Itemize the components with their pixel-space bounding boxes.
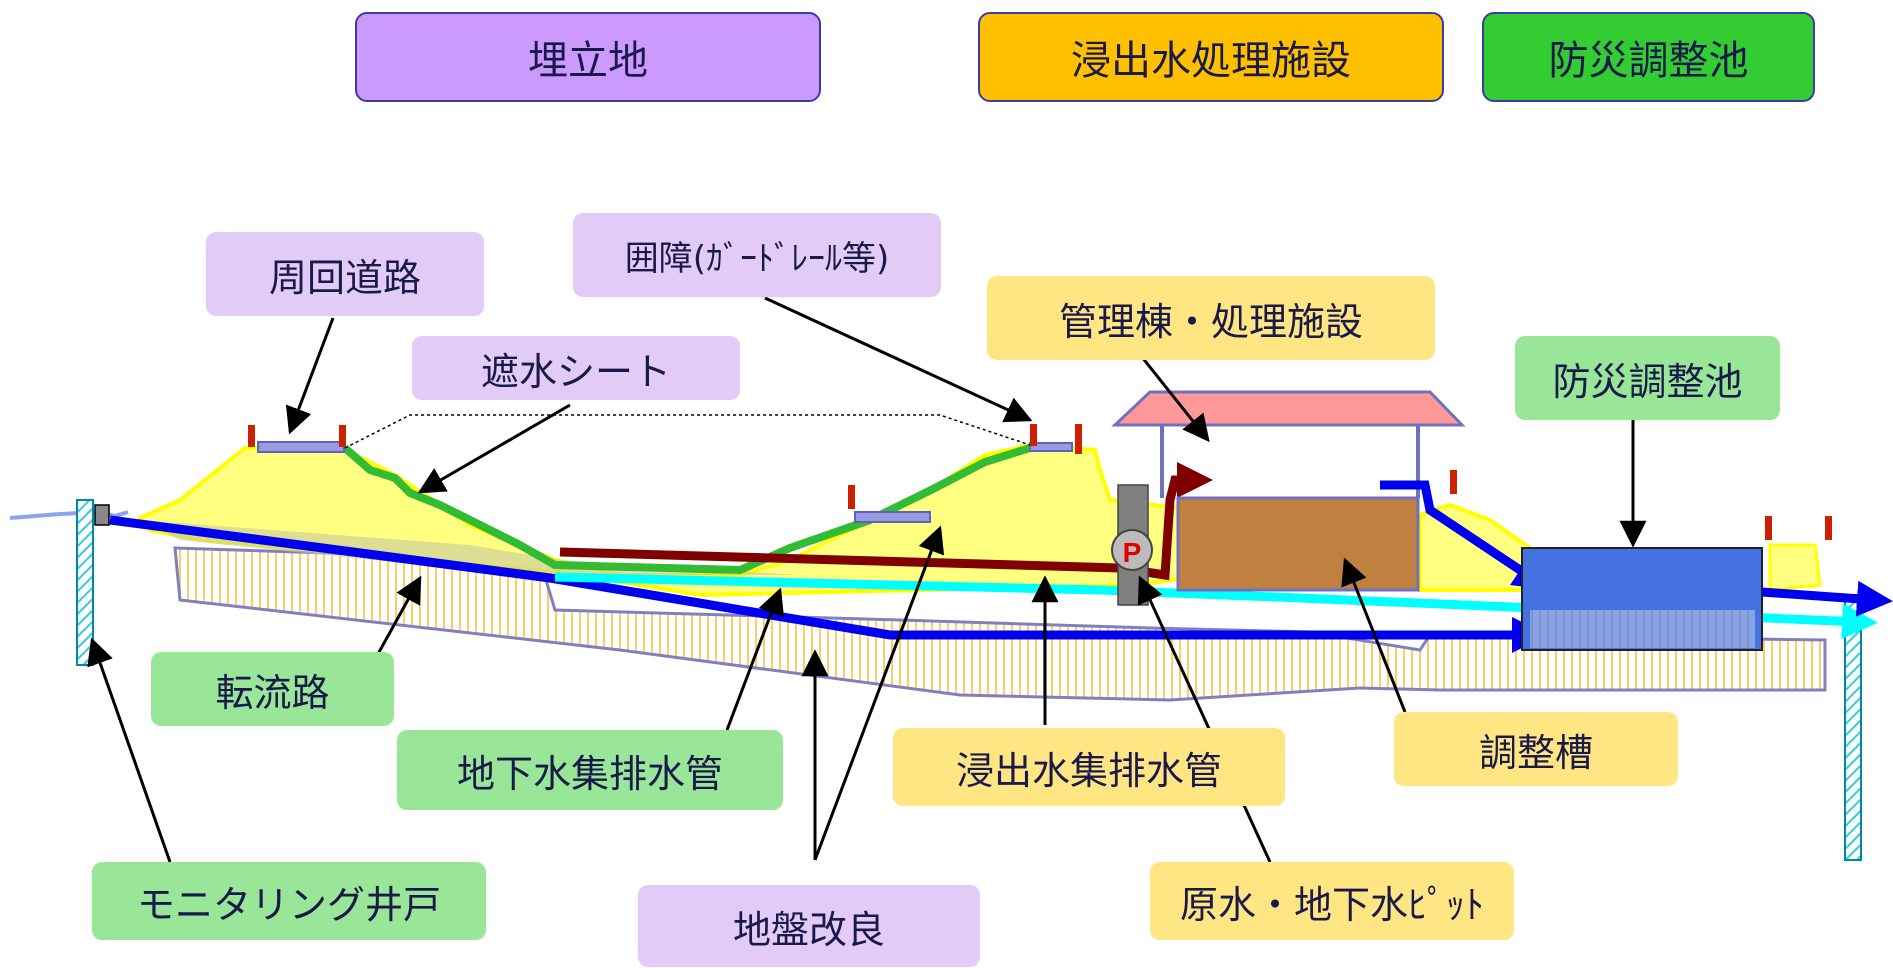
- pond-outlet-pipe: [1761, 580, 1893, 617]
- fill-top-dotted-line: [344, 414, 1031, 449]
- label-diversion-channel: 転流路: [151, 652, 394, 726]
- pump-mark: P: [1123, 537, 1142, 568]
- building-roof: [1111, 390, 1466, 427]
- label-raw-water-pit: 原水・地下水ﾋﾟｯﾄ: [1150, 862, 1514, 940]
- header-disaster-pond: 防災調整池: [1482, 12, 1815, 102]
- leachate-pipe-line: [559, 462, 1213, 581]
- label-perimeter-road: 周回道路: [206, 232, 484, 316]
- header-landfill: 埋立地: [355, 12, 821, 102]
- perimeter-road-left: [257, 441, 345, 453]
- groundwater-pipe-line: [109, 515, 1548, 653]
- label-management-building: 管理棟・処理施設: [987, 276, 1435, 360]
- pond-embankment: [1768, 543, 1822, 592]
- label-fence: 囲障(ｶﾞｰﾄﾞﾚｰﾙ等): [573, 213, 941, 297]
- label-liner-sheet: 遮水シート: [412, 336, 740, 400]
- fence-posts: [248, 424, 1832, 540]
- header-leachate-facility: 浸出水処理施設: [978, 12, 1444, 102]
- monitoring-well-left: [76, 499, 94, 666]
- label-adjustment-tank: 調整槽: [1394, 712, 1678, 786]
- monitoring-well-right: [1844, 594, 1862, 861]
- pond-bottom-hatch: [1530, 610, 1755, 648]
- pump-circle: [1111, 529, 1153, 571]
- liner-sheet-line: [342, 444, 1032, 575]
- surface-water-line: [9, 509, 129, 520]
- label-disaster-pond: 防災調整池: [1515, 336, 1780, 420]
- adjustment-tank-shape: [1176, 496, 1420, 592]
- label-groundwater-pipe: 地下水集排水管: [397, 730, 783, 810]
- outflow-pipe: [1380, 480, 1550, 590]
- label-leachate-pipe: 浸出水集排水管: [893, 728, 1285, 806]
- perimeter-road-middle: [854, 511, 931, 523]
- leader-arrows: [87, 296, 1647, 863]
- well-cap: [94, 504, 110, 526]
- bottom-liner-shade: [140, 520, 800, 575]
- perimeter-road-top: [1029, 442, 1073, 452]
- label-monitoring-well: モニタリング井戸: [92, 862, 486, 940]
- label-ground-improvement: 地盤改良: [638, 885, 980, 967]
